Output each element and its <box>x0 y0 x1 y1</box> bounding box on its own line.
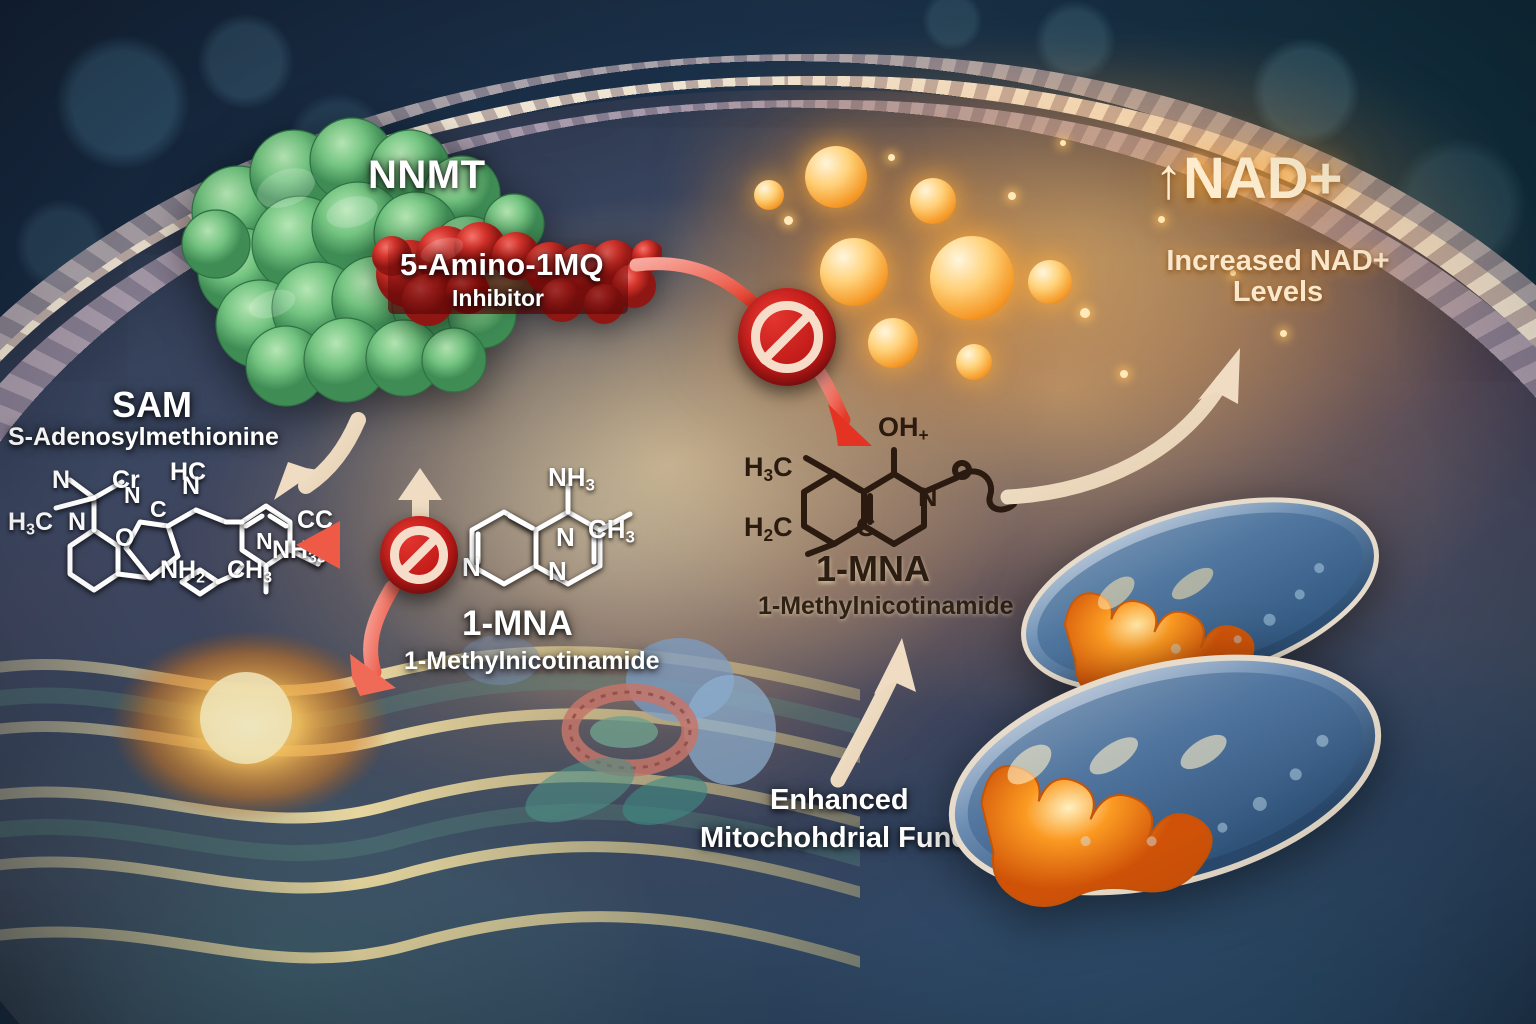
mna-left-atom-label: N <box>462 552 481 582</box>
mna-center-atom-label: OH+ <box>878 412 929 445</box>
sam-atom-label: NH33 <box>272 536 326 567</box>
sam-atom-label: N <box>124 482 141 508</box>
mna-left-chemical-structure <box>452 483 652 605</box>
mna-left-atom-label: NH3 <box>548 462 595 495</box>
sam-atom-label: HC <box>170 458 207 486</box>
sam-name-label: SAM <box>112 384 192 425</box>
no-entry-icon-primary <box>738 288 836 386</box>
sam-atom-label: N <box>256 528 273 554</box>
sam-atom-label: N <box>68 508 87 536</box>
mitochondrion-lower <box>940 640 1390 910</box>
mna-center-name-label: 1-MNA <box>816 548 930 589</box>
mna-left-atom-label: N <box>556 522 575 552</box>
sam-atom-label: Cr <box>112 466 140 494</box>
mna-left-atom-label: N <box>548 556 567 586</box>
sam-atom-label: CH3 <box>227 556 273 587</box>
sam-chemical-structure <box>30 470 370 600</box>
sam-atom-label: CC <box>297 506 334 534</box>
sam-atom-label: H3C <box>8 508 54 539</box>
inhibitor-label-plate <box>388 240 628 314</box>
nnmt-label: NNMT <box>368 153 486 197</box>
nad-title-label: ↑NAD+ <box>1154 146 1343 211</box>
mna-left-subtitle-label: 1-Methylnicotinamide <box>404 647 660 675</box>
mna-left-name-label: 1-MNA <box>462 604 573 643</box>
nad-subtitle-label: Increased NAD+ Levels <box>1166 245 1390 309</box>
sam-atom-label: C <box>150 496 167 522</box>
mna-center-subtitle-label: 1-Methylnicotinamide <box>758 592 1014 620</box>
sam-subtitle-label: S-Adenosylmethionine <box>8 423 279 451</box>
sam-atom-label: N <box>52 466 71 494</box>
sam-atom-label: O <box>115 524 135 552</box>
mna-left-atom-label: CH3 <box>588 514 635 547</box>
sam-atom-label: NH2 <box>160 556 206 587</box>
inhibitor-name-label: 5-Amino-1MQ <box>400 247 604 282</box>
sam-atom-label: N <box>182 472 201 500</box>
no-entry-icon-secondary <box>380 516 458 594</box>
mna-center-atom-label: C <box>856 512 876 542</box>
mna-center-atom-label: N <box>918 482 938 512</box>
mna-center-atom-label: H2C <box>744 512 793 545</box>
mna-center-chemical-structure <box>790 447 1050 558</box>
inhibitor-subtitle-label: Inhibitor <box>452 285 544 311</box>
mna-center-atom-label: H3C <box>744 452 793 485</box>
mitochondria-caption-line1: Enhanced <box>770 784 909 816</box>
